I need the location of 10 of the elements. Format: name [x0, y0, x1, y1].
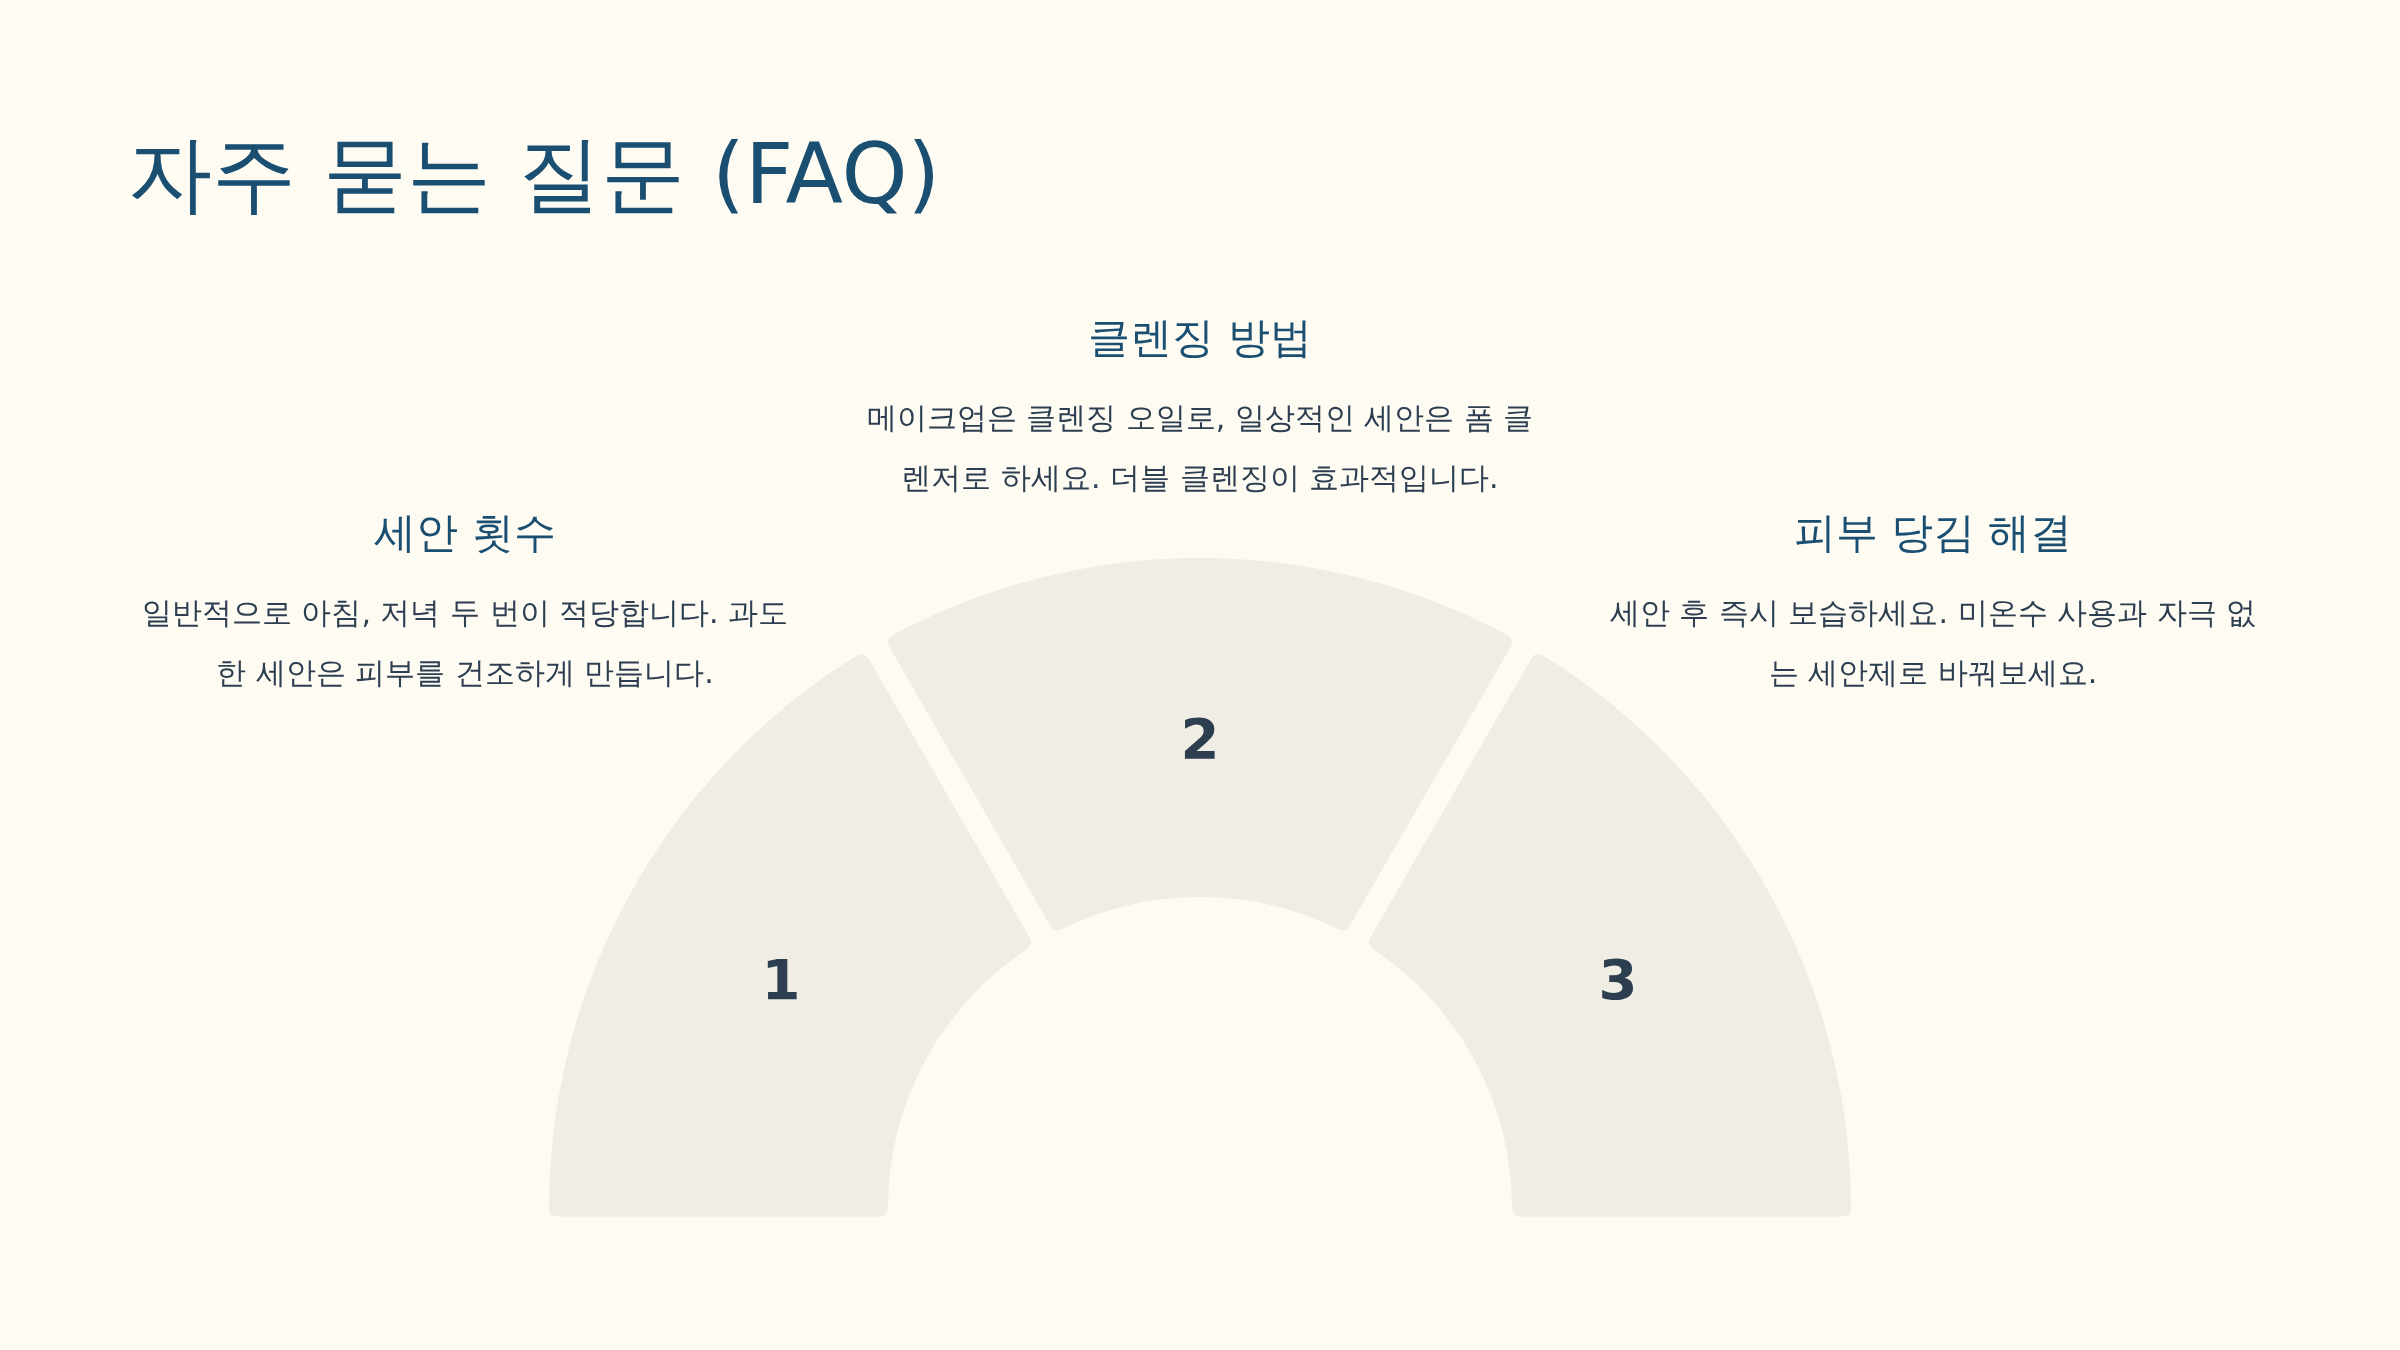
- step-number: 3: [1598, 952, 1638, 1008]
- faq-heading: 세안 횟수: [373, 507, 557, 559]
- faq-heading: 피부 당김 해결: [1792, 507, 2074, 559]
- faq-answer: 일반적으로 아침, 저녁 두 번이 적당합니다. 과도한 세안은 피부를 건조하게 만듭니다.: [140, 594, 790, 692]
- faq-heading: 클렌징 방법: [1087, 312, 1313, 364]
- step-number: 2: [1180, 711, 1220, 767]
- faq-answer: 세안 후 즉시 보습하세요. 미온수 사용과 자극 없는 세안제로 바꿔보세요.: [1608, 594, 2258, 692]
- title: 자주 묻는 질문 (FAQ): [128, 124, 941, 225]
- step-number: 1: [761, 952, 801, 1008]
- faq-answer: 메이크업은 클렌징 오일로, 일상적인 세안은 폼 클렌저로 하세요. 더블 클렌징이 효과적입니다.: [865, 399, 1535, 497]
